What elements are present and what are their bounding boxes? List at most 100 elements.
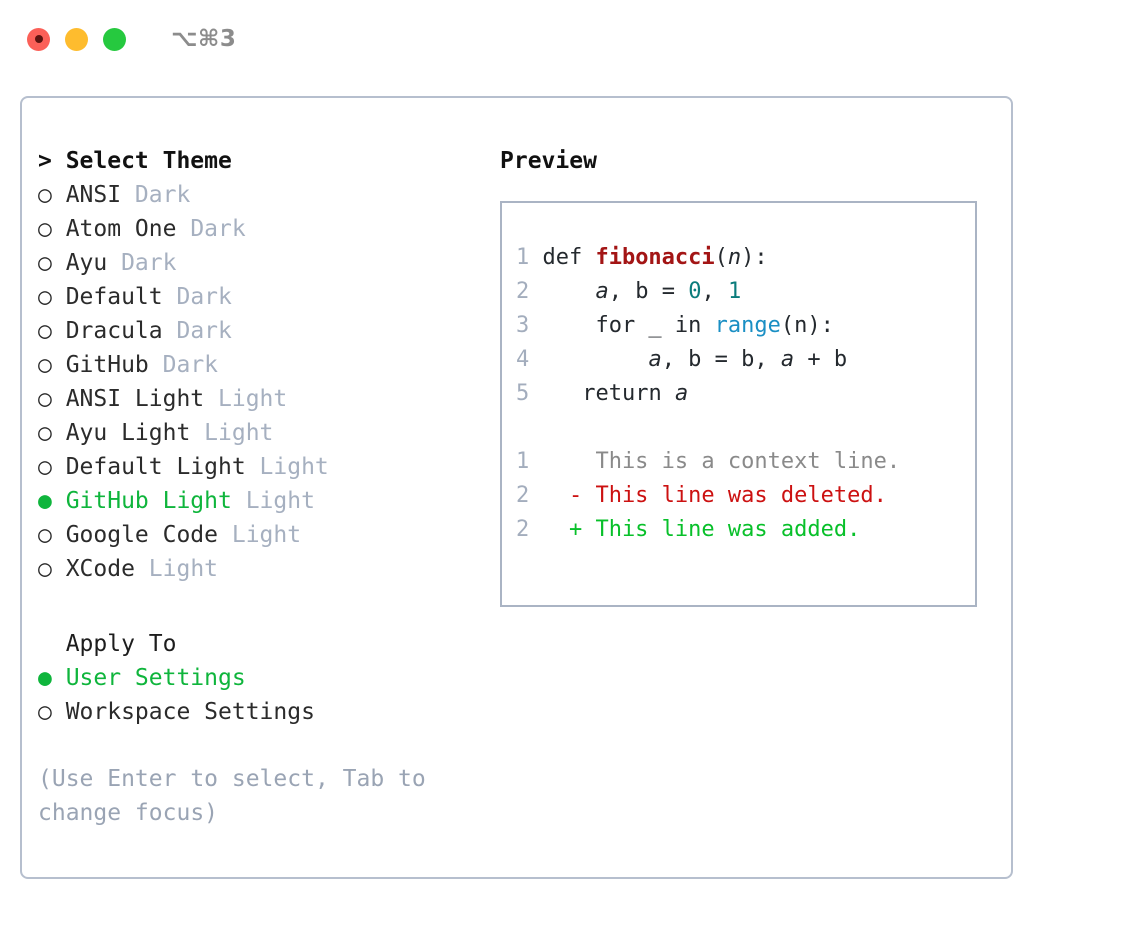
keyboard-hint-text: (Use Enter to select, Tab to change focu… [38,766,426,826]
theme-option-label: ANSI [65,182,122,208]
page-title-text: Select Theme [65,148,232,174]
radio-unselected-icon: ○ [38,699,52,725]
code-token: a [780,347,795,372]
minimize-button[interactable] [65,27,88,51]
preview-heading: Preview [500,148,597,174]
theme-option-default[interactable]: ○ Default Dark [38,280,470,314]
diff-block: 1 This is a context line.2 - This line w… [516,445,975,547]
diff-line-number: 2 [516,483,530,508]
code-token: , [608,279,636,304]
theme-variant-tag: Light [231,522,302,548]
apply-to-option-user-settings[interactable]: ● User Settings [38,661,470,695]
code-token: a [674,381,689,406]
apply-to-option-label: User Settings [65,665,246,691]
caret-icon: > [38,148,52,174]
radio-unselected-icon: ○ [38,318,52,344]
code-token: + b [794,347,848,372]
code-token: a [595,279,609,304]
code-token: return [582,381,675,406]
page-title: > Select Theme [38,144,470,178]
code-token: fibonacci [595,245,715,270]
code-spacer [516,411,975,445]
code-token: , b = b, [661,347,781,372]
diff-line-content: + This line was added. [542,517,861,542]
code-token: (n): [780,313,834,338]
theme-option-label: Default [65,284,163,310]
theme-variant-tag: Dark [190,216,246,242]
radio-unselected-icon: ○ [38,522,52,548]
theme-variant-tag: Light [245,488,315,514]
theme-option-dracula[interactable]: ○ Dracula Dark [38,314,470,348]
code-token: ( [714,245,728,270]
code-token: 1 [727,279,742,304]
code-line-number: 3 [516,313,530,338]
close-button[interactable] [27,27,50,51]
theme-option-github-light[interactable]: ● GitHub Light Light [38,484,470,518]
code-line-number: 4 [516,347,530,372]
code-line-number: 2 [516,279,530,304]
diff-line-number: 2 [516,517,530,542]
diff-line: 2 + This line was added. [516,513,975,547]
code-line: 2 a, b = 0, 1 [516,275,975,309]
code-token: , [701,279,728,304]
theme-option-label: GitHub Light [65,488,232,514]
theme-variant-tag: Dark [176,318,232,344]
theme-option-label: Ayu [65,250,108,276]
radio-unselected-icon: ○ [38,556,52,582]
theme-option-label: Ayu Light [65,420,191,446]
code-token: def [542,245,596,270]
apply-to-option-label: Workspace Settings [65,699,315,725]
radio-unselected-icon: ○ [38,182,52,208]
theme-variant-tag: Light [218,386,288,412]
radio-unselected-icon: ○ [38,454,52,480]
theme-option-ansi[interactable]: ○ ANSI Dark [38,178,470,212]
traffic-lights [27,27,126,51]
theme-variant-tag: Dark [176,284,232,310]
theme-variant-tag: Dark [134,182,191,208]
diff-line-number: 1 [516,449,530,474]
diff-line: 2 - This line was deleted. [516,479,975,513]
radio-unselected-icon: ○ [38,216,52,242]
apply-to-group: Apply To ●User Settings○Workspace Settin… [38,627,470,729]
code-line: 3 for _ in range(n): [516,309,975,343]
theme-option-label: Google Code [65,522,219,548]
theme-variant-tag: Light [204,420,274,446]
code-token: ): [741,245,768,270]
theme-option-label: XCode [65,556,135,582]
maximize-button[interactable] [103,27,126,51]
code-token: a [648,347,662,372]
theme-option-label: Dracula [65,318,163,344]
radio-unselected-icon: ○ [38,284,52,310]
radio-selected-icon: ● [38,488,52,514]
code-token: = [648,279,689,304]
apply-to-options: ● User Settings ○ Workspace Settings [38,661,470,729]
code-token: b [635,279,649,304]
code-line-number: 5 [516,381,530,406]
diff-line: 1 This is a context line. [516,445,975,479]
code-line: 4 a, b = b, a + b [516,343,975,377]
theme-variant-tag: Dark [121,250,177,276]
apply-to-option-workspace-settings[interactable]: ○ Workspace Settings [38,695,470,729]
theme-option-ayu[interactable]: ○ Ayu Dark [38,246,470,280]
theme-option-label: ANSI Light [65,386,205,412]
theme-option-label: Default Light [65,454,246,480]
radio-unselected-icon: ○ [38,250,52,276]
theme-option-google-code[interactable]: ○ Google Code Light [38,518,470,552]
code-token: range [714,313,781,338]
title-bar: ⌥⌘3 [0,0,1140,78]
diff-line-content: This is a context line. [542,449,901,474]
radio-selected-icon: ● [38,665,52,691]
